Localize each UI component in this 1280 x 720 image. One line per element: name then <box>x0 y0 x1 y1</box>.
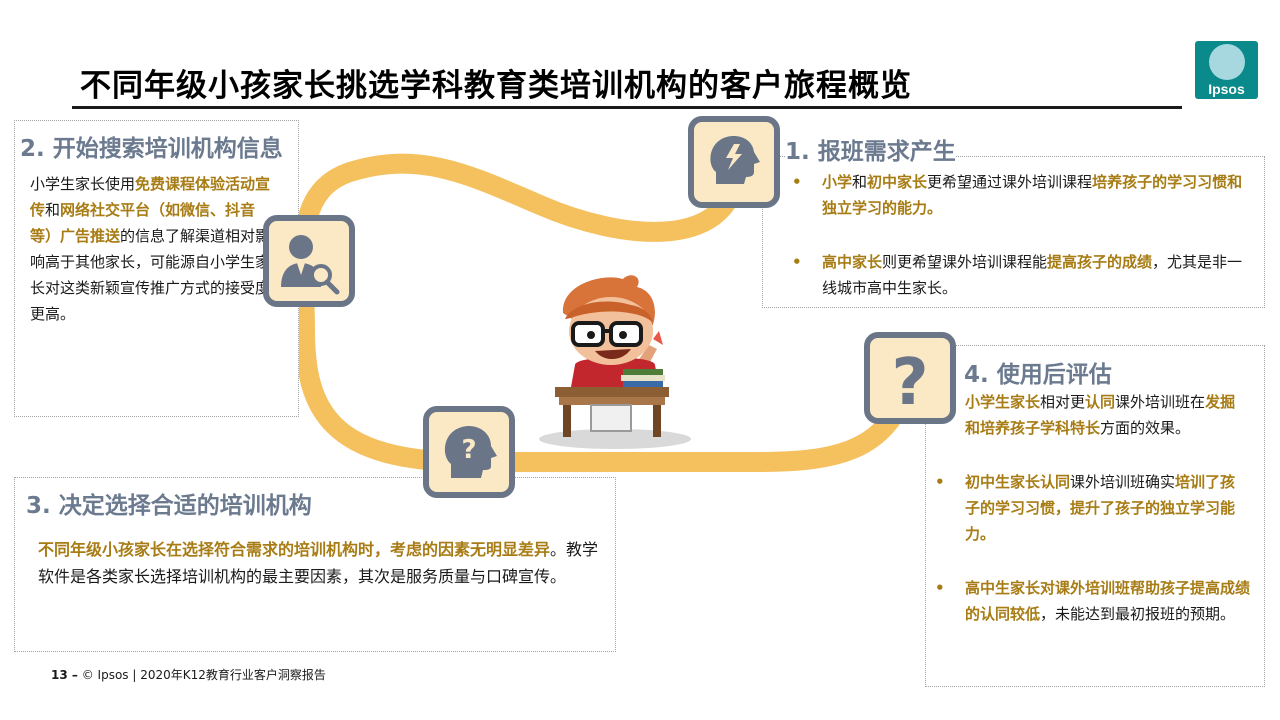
section-1-heading: 1. 报班需求产生 <box>785 132 956 166</box>
text-run: ，尤其是非一线城市高中生家长。 <box>822 253 1243 297</box>
section-4-heading: 4. 使用后评估 <box>964 355 1112 389</box>
text-run: 相对更 <box>1040 393 1086 411</box>
section-4-box <box>925 345 1265 687</box>
highlight-run: 认同 <box>1085 393 1116 411</box>
highlight-run: 培养孩子的学习习惯和独立学习的能力。 <box>822 173 1243 217</box>
head-question-icon: ? <box>423 406 515 498</box>
highlight-run: 网络社交平台（如微信、抖音等）广告推送 <box>30 201 256 245</box>
bullet-icon: • <box>792 173 802 191</box>
highlight-run: 发掘和培养孩子学科特长 <box>965 393 1236 437</box>
highlight-run: 初中家长 <box>867 173 928 191</box>
footer: 13 – © Ipsos | 2020年K12教育行业客户洞察报告 <box>51 666 326 683</box>
brain-lightning-icon <box>688 116 780 208</box>
text-run: 小学生家长使用 <box>30 175 136 193</box>
list-item: • 初中生家长认同课外培训班确实培训了孩子的学习习惯，提升了孩子的独立学习能力。 <box>935 469 1250 547</box>
section-3-heading: 3. 决定选择合适的培训机构 <box>26 486 312 520</box>
highlight-run: 小学生家长 <box>965 393 1041 411</box>
section-3-text: 不同年级小孩家长在选择符合需求的培训机构时，考虑的因素无明显差异。教学软件是各类… <box>38 536 603 590</box>
user-search-icon <box>263 215 355 307</box>
list-item: • 高中家长则更希望课外培训课程能提高孩子的成绩，尤其是非一线城市高中生家长。 <box>792 249 1247 301</box>
text-run: ，未能达到最初报班的预期。 <box>1040 605 1236 623</box>
section-2-text: 小学生家长使用免费课程体验活动宣传和网络社交平台（如微信、抖音等）广告推送的信息… <box>30 171 275 327</box>
footer-text: © Ipsos | 2020年K12教育行业客户洞察报告 <box>81 668 326 682</box>
text-run: 方面的效果。 <box>1100 419 1191 437</box>
text-run: 课外培训班在 <box>1115 393 1206 411</box>
page-number: 13 – <box>51 668 78 682</box>
text-run: 则更希望课外培训课程能 <box>882 253 1048 271</box>
highlight-run: 高中家长 <box>822 253 883 271</box>
highlight-run: 培训了孩子的学习习惯，提升了孩子的独立学习能力。 <box>965 473 1236 543</box>
highlight-run: 免费课程体验活动宣传 <box>30 175 271 219</box>
page-title: 不同年级小孩家长挑选学科教育类培训机构的客户旅程概览 <box>80 68 912 104</box>
list-item: •小学生家长相对更认同课外培训班在发掘和培养孩子学科特长方面的效果。 <box>935 389 1250 441</box>
student-at-desk-icon <box>539 275 691 449</box>
section-1-box <box>762 156 1265 308</box>
title-divider <box>72 106 1182 109</box>
highlight-run: 初中生家长认同 <box>965 473 1071 491</box>
text-run: 和 <box>852 173 868 191</box>
highlight-run: 高中生家长对课外培训班帮助孩子提高成绩的认同较低 <box>965 579 1251 623</box>
section-4-list: •小学生家长相对更认同课外培训班在发掘和培养孩子学科特长方面的效果。 •初中生家… <box>935 389 1251 655</box>
question-mark-icon: ? <box>864 332 956 424</box>
section-2-heading: 2. 开始搜索培训机构信息 <box>20 129 283 163</box>
logo-text: Ipsos <box>1208 81 1245 97</box>
section-1-list: • 小学和初中家长更希望通过课外培训课程培养孩子的学习习惯和独立学习的能力。 • 高… <box>792 169 1247 329</box>
highlight-run: 提高孩子的成绩 <box>1047 253 1153 271</box>
logo-ring-icon <box>1209 44 1245 80</box>
text-run: 课外培训班确实 <box>1070 473 1176 491</box>
text-run: 和 <box>45 201 61 219</box>
svg-text:?: ? <box>461 435 476 465</box>
highlight-run: 不同年级小孩家长在选择符合需求的培训机构时，考虑的因素无明显差异 <box>38 540 551 559</box>
bullet-icon: • <box>792 253 802 271</box>
list-item: • 小学和初中家长更希望通过课外培训课程培养孩子的学习习惯和独立学习的能力。 <box>792 169 1247 221</box>
bullet-icon: • <box>935 579 945 597</box>
text-run: 的信息了解渠道相对影响高于其他家长，可能源自小学生家长对这类新颖宣传推广方式的接… <box>30 227 271 323</box>
text-run: 更希望通过课外培训课程 <box>927 173 1093 191</box>
svg-text:?: ? <box>891 346 928 418</box>
bullet-icon: • <box>935 473 945 491</box>
text-run: 。教学软件是各类家长选择培训机构的最主要因素，其次是服务质量与口碑宣传。 <box>38 540 599 586</box>
ipsos-logo: Ipsos <box>1195 41 1258 99</box>
section-2-box <box>14 120 299 417</box>
list-item: • 高中生家长对课外培训班帮助孩子提高成绩的认同较低，未能达到最初报班的预期。 <box>935 575 1251 627</box>
highlight-run: 小学 <box>822 173 853 191</box>
